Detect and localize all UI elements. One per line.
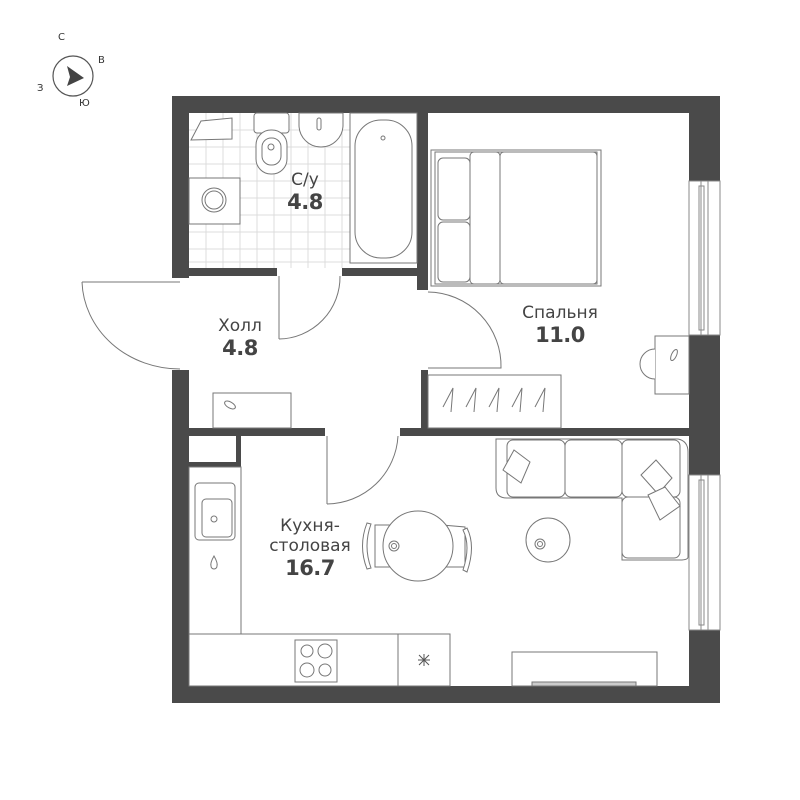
room-hall-area: 4.8 [222, 336, 258, 360]
compass-south-label: Ю [79, 98, 90, 109]
windows [688, 180, 721, 631]
bathroom-door [278, 275, 341, 340]
hanger-icons [442, 387, 546, 413]
kitchen-door [326, 435, 399, 505]
wardrobe-icon [427, 374, 562, 429]
room-hall-name: Холл [218, 316, 262, 336]
shower-tray-icon [190, 117, 233, 141]
sofa-icon [495, 438, 689, 561]
tv-console-icon [511, 651, 658, 687]
sink-icon [298, 112, 344, 148]
hall-cabinet-icon [212, 392, 292, 429]
bed-icon [430, 149, 602, 287]
water-drop-icon [210, 554, 218, 570]
vanity-table-icon [639, 335, 690, 395]
dining-table-icon [362, 510, 472, 582]
compass-icon [52, 55, 94, 97]
fridge-snowflake-icon [418, 654, 430, 666]
room-bathroom-name: С/у [291, 170, 319, 190]
room-bathroom-area: 4.8 [287, 190, 323, 214]
cooktop-icon [294, 639, 338, 683]
bathtub-icon [349, 112, 418, 264]
entrance-door [81, 281, 181, 370]
toilet-icon [253, 112, 290, 175]
room-hall: Холл 4.8 [200, 316, 280, 360]
kitchen-sink-icon [194, 482, 236, 541]
doors [81, 275, 502, 505]
furniture [188, 112, 690, 687]
compass-east-label: В [98, 55, 105, 66]
room-bedroom-area: 11.0 [535, 323, 585, 347]
washing-machine-icon [188, 177, 241, 225]
compass-north-label: С [58, 32, 65, 43]
room-kitchen-area: 16.7 [285, 556, 335, 580]
room-bedroom-name: Спальня [522, 303, 598, 323]
coffee-table-icon [525, 517, 571, 563]
kitchen-counter-bottom [188, 633, 451, 687]
room-kitchen-name-line1: Кухня- [280, 516, 340, 536]
compass-west-label: З [37, 83, 44, 94]
room-bedroom: Спальня 11.0 [505, 303, 615, 347]
room-kitchen: Кухня- столовая 16.7 [255, 516, 365, 580]
room-kitchen-name-line2: столовая [269, 536, 351, 556]
room-bathroom: С/у 4.8 [270, 170, 340, 214]
bedroom-door [427, 291, 502, 369]
walls [172, 96, 720, 703]
